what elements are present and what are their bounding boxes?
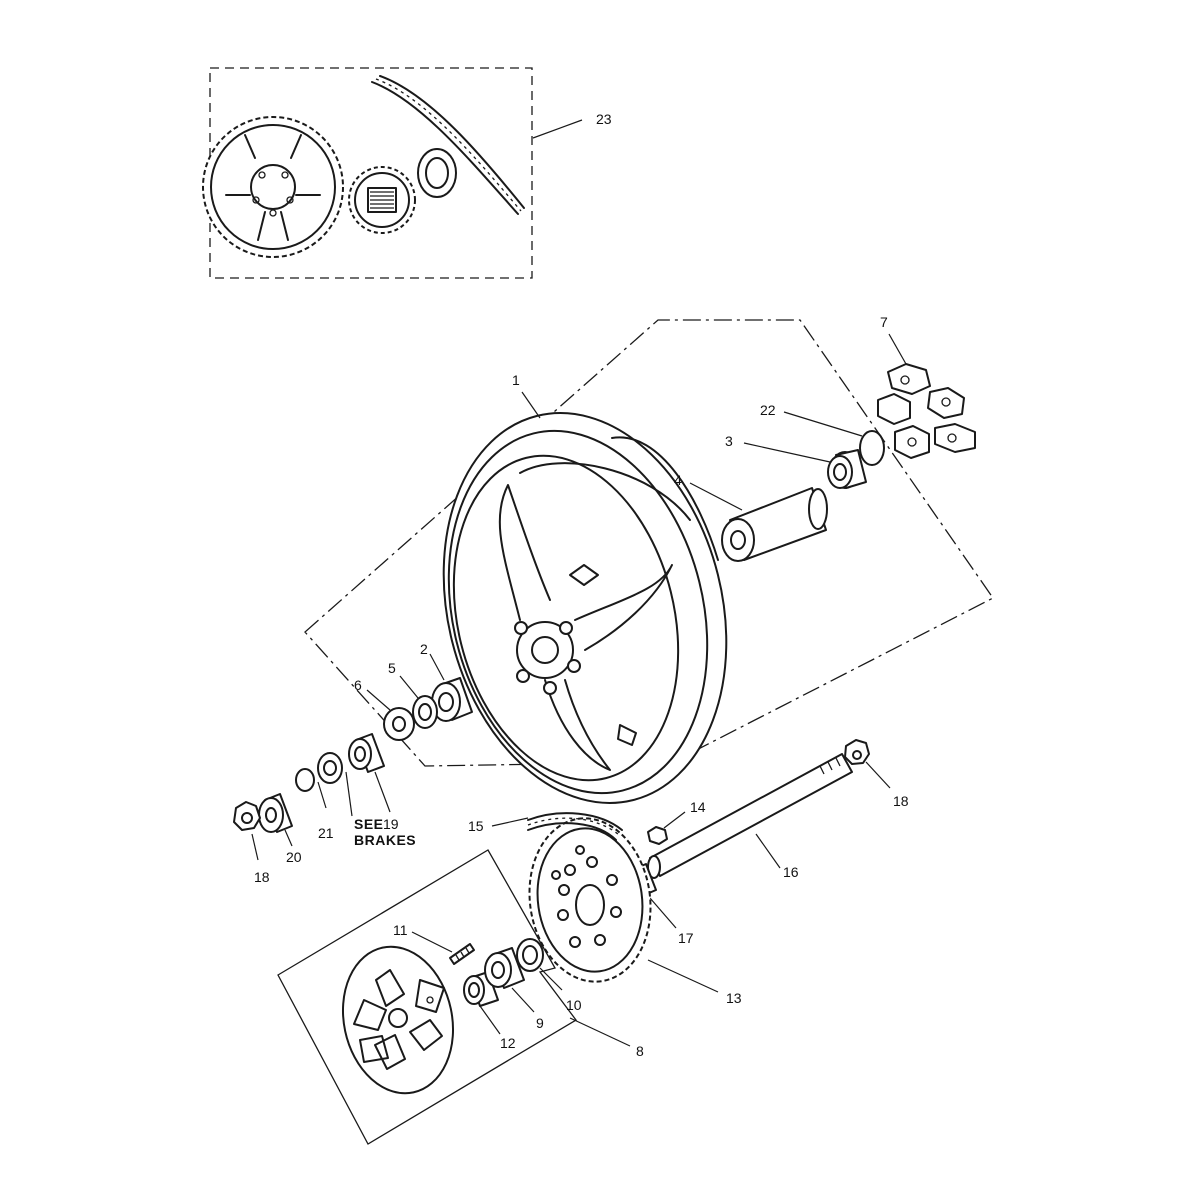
callout-11: 11 <box>393 922 408 938</box>
leader-2 <box>429 653 445 681</box>
callout-22: 22 <box>760 402 776 418</box>
callout-18-left: 18 <box>254 869 270 885</box>
rear-sprocket-13 <box>528 817 652 983</box>
hub-solid-boundary <box>277 849 577 1145</box>
callout-9: 9 <box>536 1015 544 1031</box>
callout-8: 8 <box>636 1043 644 1059</box>
front-sprocket-kit <box>348 166 416 234</box>
cush-drive-hub <box>341 945 455 1095</box>
leader-16 <box>755 833 781 869</box>
callout-18-right: 18 <box>893 793 909 809</box>
callout-6: 6 <box>354 677 362 693</box>
sprocket-washer-kit <box>417 148 457 198</box>
left-axle-stack: 19 21 20 18 SEE BRAKES <box>233 733 416 885</box>
circlip-22 <box>859 430 885 466</box>
bearing-right <box>827 449 867 489</box>
leader-14 <box>663 811 686 829</box>
spacer-19 <box>348 733 385 773</box>
leader-10 <box>539 967 563 991</box>
washer-6 <box>383 707 415 741</box>
sprocket-nut-14 <box>647 826 668 845</box>
leader-11 <box>411 931 453 953</box>
small-washer <box>295 768 315 792</box>
rear-sprocket-kit <box>202 116 344 258</box>
leader-18-left <box>251 833 259 861</box>
callout-1: 1 <box>512 372 520 388</box>
stud-11 <box>449 943 475 965</box>
leader-7 <box>888 333 907 365</box>
leader-9 <box>511 987 535 1013</box>
leader-13 <box>647 959 719 993</box>
wheel-spacer-20 <box>258 793 293 833</box>
callout-21: 21 <box>318 825 334 841</box>
cush-drive-hub-group: 11 12 9 10 8 <box>277 849 644 1145</box>
axle-spacer-tube <box>721 487 828 562</box>
leader-3 <box>743 442 831 463</box>
wheel-dashdot-boundary <box>304 319 994 767</box>
seal-10 <box>516 938 544 972</box>
callout-15: 15 <box>468 818 484 834</box>
sprocket-chain-group: 15 14 13 <box>468 799 742 1006</box>
leader-22 <box>783 411 863 437</box>
leader-23 <box>532 119 583 139</box>
callout-12: 12 <box>500 1035 516 1051</box>
rear-wheel-rim <box>442 412 728 804</box>
callout-16: 16 <box>783 864 799 880</box>
leader-21 <box>317 781 327 809</box>
leader-17 <box>649 897 677 929</box>
leader-15 <box>491 817 529 827</box>
cush-drive-rubbers <box>877 363 976 459</box>
callout-3: 3 <box>725 433 733 449</box>
drive-chain-kit <box>371 75 525 215</box>
leader-see-brakes <box>345 771 353 817</box>
leader-20 <box>284 829 293 847</box>
callout-5: 5 <box>388 660 396 676</box>
chain-kit-group: 23 <box>202 67 612 279</box>
leader-12 <box>479 1005 501 1035</box>
seal-5 <box>412 695 438 729</box>
axle-nut-left <box>233 801 261 831</box>
see-brakes-line2: BRAKES <box>354 832 416 848</box>
leader-8 <box>569 1017 631 1047</box>
callout-10: 10 <box>566 997 582 1013</box>
callout-23: 23 <box>596 111 612 127</box>
callout-19: 19 <box>383 816 399 832</box>
drive-chain-15 <box>527 812 623 841</box>
leader-18-right <box>865 761 891 789</box>
leader-4 <box>689 482 743 511</box>
wheel-assembly-group: 1 7 22 3 4 2 5 6 <box>304 314 994 804</box>
seal-21 <box>317 752 343 784</box>
leader-1 <box>521 391 541 419</box>
see-brakes-line1: SEE <box>354 816 384 832</box>
leader-6 <box>366 689 391 711</box>
callout-4: 4 <box>674 472 682 488</box>
callout-7: 7 <box>880 314 888 330</box>
leader-5 <box>399 675 419 699</box>
bearing-9 <box>484 947 525 989</box>
callout-20: 20 <box>286 849 302 865</box>
callout-13: 13 <box>726 990 742 1006</box>
callout-2: 2 <box>420 641 428 657</box>
callout-14: 14 <box>690 799 706 815</box>
callout-17: 17 <box>678 930 694 946</box>
axle-nut-right <box>844 739 870 765</box>
leader-19 <box>374 771 391 813</box>
